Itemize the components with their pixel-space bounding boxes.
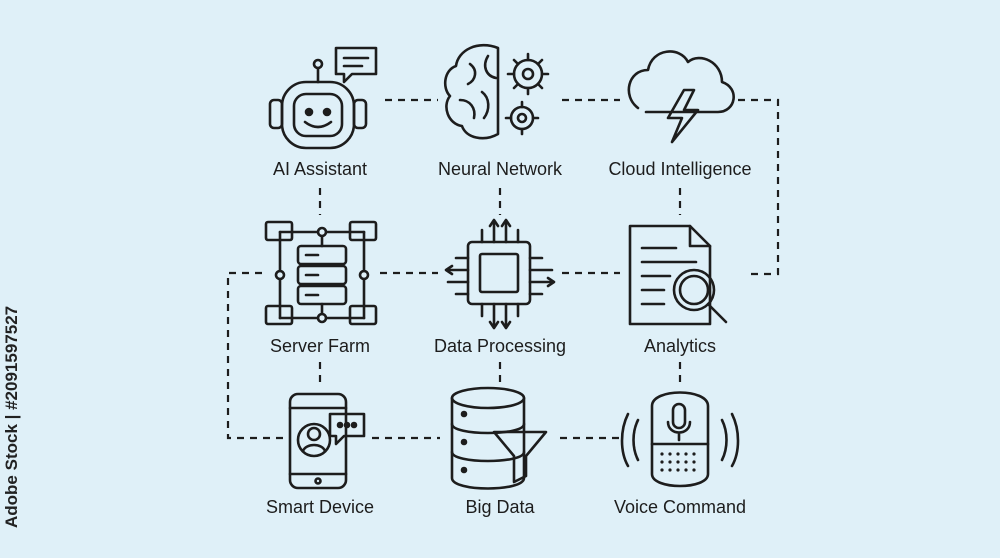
database-funnel-icon xyxy=(450,386,548,490)
server-network-icon xyxy=(264,220,378,326)
cloud-lightning-icon xyxy=(627,50,735,144)
smart-speaker-icon xyxy=(620,391,740,488)
speaker-grille xyxy=(660,452,696,472)
label-smart-device: Smart Device xyxy=(265,497,375,517)
label-neural-network: Neural Network xyxy=(437,159,563,179)
label-voice-command: Voice Command xyxy=(613,497,747,517)
cpu-chip-icon xyxy=(444,218,556,330)
label-server-farm: Server Farm xyxy=(269,336,370,356)
label-cloud-intelligence: Cloud Intelligence xyxy=(608,159,752,179)
stock-id-watermark: Adobe Stock | #2091597527 xyxy=(2,305,21,528)
document-magnifier-icon xyxy=(628,224,728,326)
smartphone-chat-icon xyxy=(288,392,366,490)
brain-gears-icon xyxy=(443,43,550,140)
connectors xyxy=(226,98,780,440)
label-ai-assistant: AI Assistant xyxy=(272,159,368,179)
robot-chat-icon xyxy=(268,46,378,150)
connector-server-device xyxy=(226,271,285,440)
label-big-data: Big Data xyxy=(465,497,535,517)
label-analytics: Analytics xyxy=(643,336,717,356)
connector-cloud-analytics xyxy=(738,98,780,276)
label-data-processing: Data Processing xyxy=(433,336,567,356)
